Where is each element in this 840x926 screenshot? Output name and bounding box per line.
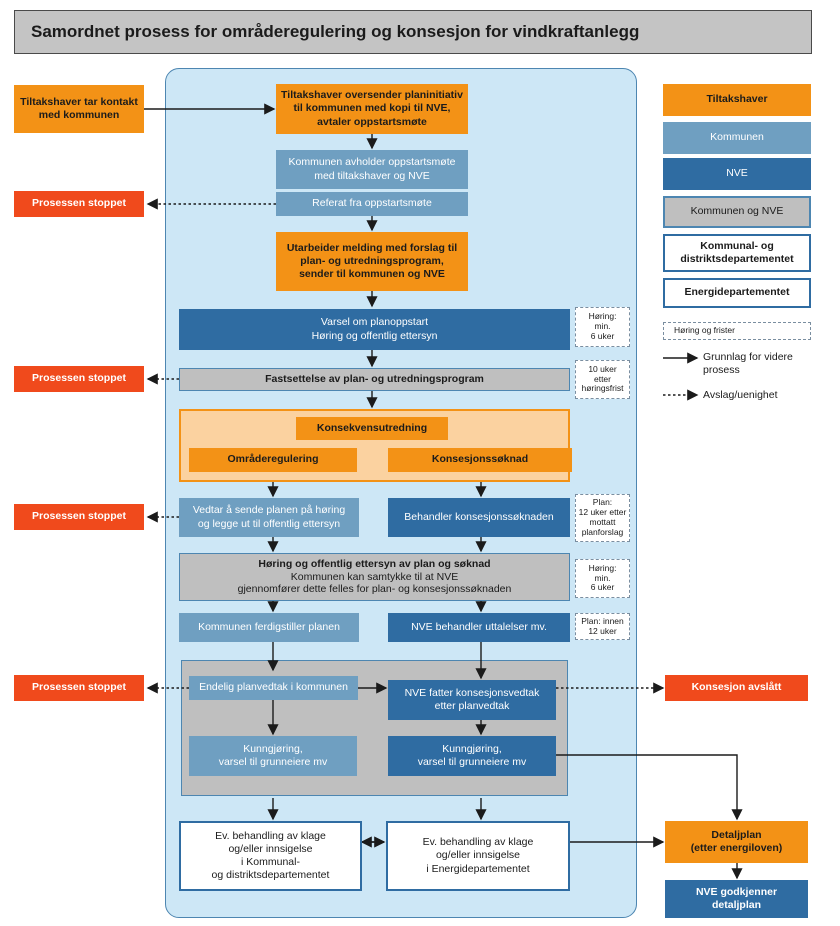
omraderegulering-box: Områderegulering <box>189 448 357 472</box>
horing-body: Kommunen kan samtykke til at NVE gjennom… <box>237 570 512 596</box>
note-horing-1: Høring: min. 6 uker <box>575 307 630 347</box>
legend-avslag-label: Avslag/uenighet <box>703 389 778 401</box>
konsesjonsvedtak-box: NVE fatter konsesjonsvedtak etter planve… <box>388 680 556 720</box>
vedtar-box: Vedtar å sende planen på høring og legge… <box>179 498 359 537</box>
oppstartsmote-box: Kommunen avholder oppstartsmøte med tilt… <box>276 150 468 189</box>
behandler-box: Behandler konsesjonssøknaden <box>388 498 570 537</box>
legend-horing-frister: Høring og frister <box>663 322 811 340</box>
konsesjonssoknad-box: Konsesjonssøknad <box>388 448 572 472</box>
planvedtak-box: Endelig planvedtak i kommunen <box>189 676 358 700</box>
note-10-uker: 10 uker etter høringsfrist <box>575 360 630 399</box>
nve-uttalelser-box: NVE behandler uttalelser mv. <box>388 613 570 642</box>
ferdigstiller-box: Kommunen ferdigstiller planen <box>179 613 359 642</box>
konsesjon-avslatt-box: Konsesjon avslått <box>665 675 808 701</box>
legend-grunnlag-label: Grunnlag for videre prosess <box>703 351 793 377</box>
varsel-box: Varsel om planoppstart Høring og offentl… <box>179 309 570 350</box>
stop-box-2: Prosessen stoppet <box>14 366 144 392</box>
detaljplan-box: Detaljplan (etter energiloven) <box>665 821 808 863</box>
kunngjoring-left-box: Kunngjøring, varsel til grunneiere mv <box>189 736 357 776</box>
legend-kdd: Kommunal- og distriktsdepartementet <box>663 234 811 272</box>
initiativ-box: Tiltakshaver oversender planinitiativ ti… <box>276 84 468 134</box>
note-plan-12-uker: Plan: 12 uker etter mottatt planforslag <box>575 494 630 542</box>
fastsettelse-box: Fastsettelse av plan- og utredningsprogr… <box>179 368 570 391</box>
nve-godkjenner-box: NVE godkjenner detaljplan <box>665 880 808 918</box>
klage-kdd-box: Ev. behandling av klage og/eller innsige… <box>179 821 362 891</box>
legend-kommunen: Kommunen <box>663 122 811 154</box>
kunngjoring-right-box: Kunngjøring, varsel til grunneiere mv <box>388 736 556 776</box>
stop-box-3: Prosessen stoppet <box>14 504 144 530</box>
horing-box: Høring og offentlig ettersyn av plan og … <box>179 553 570 601</box>
horing-title: Høring og offentlig ettersyn av plan og … <box>258 558 491 571</box>
stop-box-1: Prosessen stoppet <box>14 191 144 217</box>
legend-kommunen-og-nve: Kommunen og NVE <box>663 196 811 228</box>
legend-nve: NVE <box>663 158 811 190</box>
note-plan-innen: Plan: innen 12 uker <box>575 613 630 640</box>
note-horing-2: Høring: min. 6 uker <box>575 559 630 598</box>
stop-box-4: Prosessen stoppet <box>14 675 144 701</box>
legend-ed: Energidepartementet <box>663 278 811 308</box>
konsekvensutredning-box: Konsekvensutredning <box>296 417 448 440</box>
melding-box: Utarbeider melding med forslag til plan-… <box>276 232 468 291</box>
page-title: Samordnet prosess for områderegulering o… <box>14 10 812 54</box>
referat-box: Referat fra oppstartsmøte <box>276 192 468 216</box>
start-box: Tiltakshaver tar kontakt med kommunen <box>14 85 144 133</box>
legend-tiltakshaver: Tiltakshaver <box>663 84 811 116</box>
klage-ed-box: Ev. behandling av klage og/eller innsige… <box>386 821 570 891</box>
